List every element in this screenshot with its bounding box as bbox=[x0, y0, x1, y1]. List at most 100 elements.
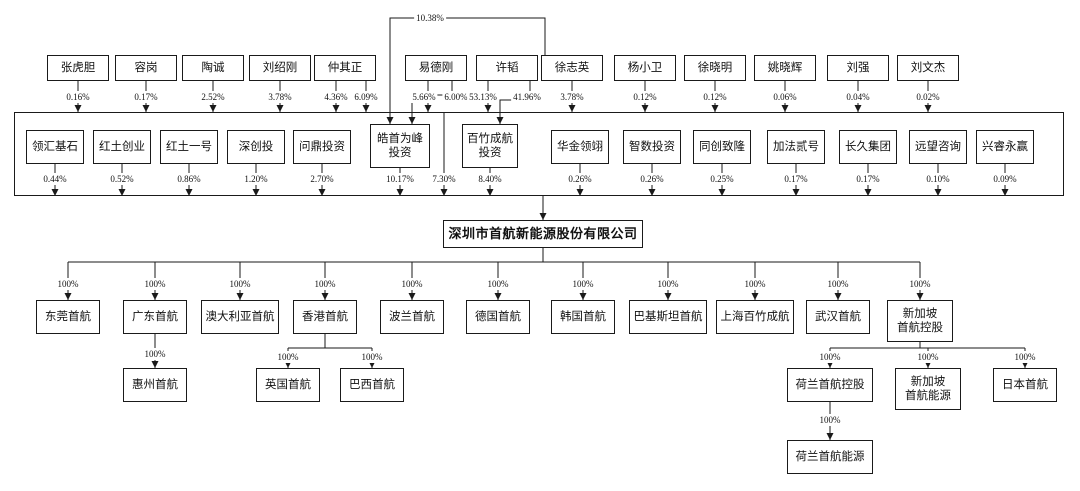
institution-box: 红土创业 bbox=[93, 130, 151, 164]
pct-label: 0.04% bbox=[844, 91, 872, 103]
shareholder-name: 徐志英 bbox=[554, 61, 590, 74]
shareholder-box: 易德刚 bbox=[405, 55, 467, 81]
subsidiary-name: 新加坡 bbox=[910, 375, 946, 388]
pct-label: 0.17% bbox=[132, 91, 160, 103]
pct-label: 0.06% bbox=[771, 91, 799, 103]
institution-name: 百竹成航 bbox=[467, 132, 513, 145]
pct-label: 10.17% bbox=[384, 173, 416, 185]
pct-label: 6.09% bbox=[352, 91, 380, 103]
pct-label: 0.26% bbox=[566, 173, 594, 185]
subsidiary-name: 荷兰首航能源 bbox=[795, 450, 865, 463]
shareholder-box: 杨小卫 bbox=[614, 55, 676, 81]
institution-name: 投资 bbox=[388, 147, 412, 159]
subsidiary-box: 德国首航 bbox=[466, 300, 530, 334]
subsidiary-box: 香港首航 bbox=[293, 300, 357, 334]
shareholder-box: 徐志英 bbox=[541, 55, 603, 81]
institution-name: 红土一号 bbox=[166, 140, 212, 153]
shareholder-name: 许韬 bbox=[495, 61, 519, 74]
subsidiary-name: 惠州首航 bbox=[132, 378, 178, 391]
pct-label: 0.12% bbox=[631, 91, 659, 103]
pct-label: 4.36% bbox=[322, 91, 350, 103]
subsidiary-name: 新加坡 bbox=[902, 307, 938, 320]
pct-label: 0.52% bbox=[108, 173, 136, 185]
subsidiary-box: 广东首航 bbox=[123, 300, 187, 334]
institution-name: 投资 bbox=[478, 147, 502, 159]
pct-label: 100% bbox=[915, 351, 941, 363]
shareholder-box: 仲其正 bbox=[314, 55, 376, 81]
institution-box: 长久集团 bbox=[839, 130, 897, 164]
institution-box: 深创投 bbox=[227, 130, 285, 164]
subsidiary-name: 德国首航 bbox=[475, 310, 521, 323]
institution-name: 兴睿永赢 bbox=[982, 140, 1028, 153]
pct-label: 100% bbox=[907, 278, 933, 290]
subsidiary-name: 广东首航 bbox=[132, 310, 178, 323]
subsidiary-name: 日本首航 bbox=[1002, 378, 1048, 391]
pct-label: 3.78% bbox=[558, 91, 586, 103]
pct-label: 7.30% bbox=[430, 173, 458, 185]
pct-label: 6.00% bbox=[442, 91, 470, 103]
institution-box: 同创致隆 bbox=[693, 130, 751, 164]
company-box: 深圳市首航新能源股份有限公司 bbox=[443, 220, 643, 248]
pct-label: 100% bbox=[742, 278, 768, 290]
institution-name: 智数投资 bbox=[629, 140, 675, 153]
pct-label: 3.78% bbox=[266, 91, 294, 103]
shareholder-box: 许韬 bbox=[476, 55, 538, 81]
subsidiary-box: 巴西首航 bbox=[340, 368, 404, 402]
subsidiary-name: 首航控股 bbox=[897, 322, 943, 334]
institution-box: 远望咨询 bbox=[909, 130, 967, 164]
pct-label: 0.86% bbox=[175, 173, 203, 185]
institution-box: 问鼎投资 bbox=[293, 130, 351, 164]
subsidiary-box: 日本首航 bbox=[993, 368, 1057, 402]
institution-name: 长久集团 bbox=[845, 140, 891, 153]
pct-label: 0.25% bbox=[708, 173, 736, 185]
subsidiary-name: 波兰首航 bbox=[389, 310, 435, 323]
pct-label: 0.02% bbox=[914, 91, 942, 103]
pct-label: 100% bbox=[817, 351, 843, 363]
institution-name: 华金领翊 bbox=[557, 140, 603, 153]
pct-label: 1.20% bbox=[242, 173, 270, 185]
subsidiary-box: 荷兰首航能源 bbox=[787, 440, 873, 474]
pct-label: 0.10% bbox=[924, 173, 952, 185]
shareholder-box: 刘绍刚 bbox=[249, 55, 311, 81]
subsidiary-name: 韩国首航 bbox=[560, 310, 606, 323]
company-name: 深圳市首航新能源股份有限公司 bbox=[448, 225, 638, 241]
shareholder-box: 容岗 bbox=[115, 55, 177, 81]
institution-name: 皓首为峰 bbox=[377, 132, 423, 145]
subsidiary-name: 香港首航 bbox=[302, 310, 348, 323]
institution-name: 加法贰号 bbox=[773, 140, 819, 153]
pct-label: 2.70% bbox=[308, 173, 336, 185]
pct-label: 100% bbox=[825, 278, 851, 290]
institution-name: 红土创业 bbox=[99, 140, 145, 153]
subsidiary-name: 上海百竹成航 bbox=[720, 310, 790, 323]
institution-box: 皓首为峰投资 bbox=[370, 124, 430, 168]
subsidiary-box: 巴基斯坦首航 bbox=[629, 300, 707, 334]
institution-box: 百竹成航投资 bbox=[462, 124, 518, 168]
pct-label: 100% bbox=[570, 278, 596, 290]
subsidiary-name: 武汉首航 bbox=[815, 310, 861, 323]
institution-box: 兴睿永赢 bbox=[976, 130, 1034, 164]
institution-name: 远望咨询 bbox=[915, 140, 961, 153]
subsidiary-name: 首航能源 bbox=[905, 390, 951, 402]
shareholder-name: 刘文杰 bbox=[910, 61, 946, 74]
institution-box: 智数投资 bbox=[623, 130, 681, 164]
subsidiary-box: 韩国首航 bbox=[551, 300, 615, 334]
shareholder-box: 张虎胆 bbox=[47, 55, 109, 81]
shareholder-box: 徐晓明 bbox=[684, 55, 746, 81]
shareholder-name: 易德刚 bbox=[418, 61, 454, 74]
subsidiary-box: 东莞首航 bbox=[36, 300, 100, 334]
subsidiary-box: 惠州首航 bbox=[123, 368, 187, 402]
pct-label: 100% bbox=[485, 278, 511, 290]
institution-box: 红土一号 bbox=[160, 130, 218, 164]
institution-name: 深创投 bbox=[238, 140, 274, 153]
institution-box: 加法贰号 bbox=[767, 130, 825, 164]
subsidiary-name: 巴西首航 bbox=[349, 378, 395, 391]
pct-label: 8.40% bbox=[476, 173, 504, 185]
subsidiary-box: 新加坡首航能源 bbox=[895, 368, 961, 410]
shareholder-name: 张虎胆 bbox=[60, 61, 96, 74]
shareholder-name: 杨小卫 bbox=[627, 61, 663, 74]
pct-label: 0.12% bbox=[701, 91, 729, 103]
institution-box: 领汇基石 bbox=[26, 130, 84, 164]
institution-box: 华金领翊 bbox=[551, 130, 609, 164]
pct-label: 100% bbox=[817, 414, 843, 426]
shareholder-name: 仲其正 bbox=[327, 61, 363, 74]
